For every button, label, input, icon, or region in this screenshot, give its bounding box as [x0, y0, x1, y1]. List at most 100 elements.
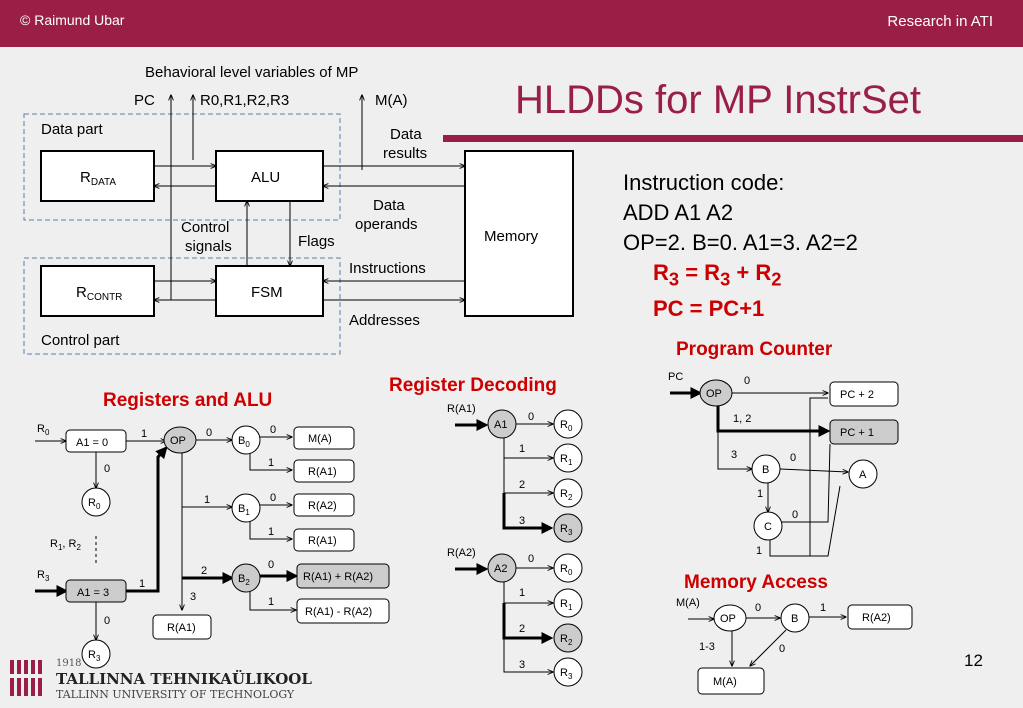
ra1-plus-ra2-node	[296, 563, 390, 589]
title-rule	[443, 135, 1023, 142]
flags-label: Flags	[298, 233, 335, 250]
register-decoding-diagram: Register Decoding R(A1) A1 0 1 2 3 R0 R1…	[389, 375, 583, 687]
svg-text:1: 1	[519, 443, 525, 455]
b0-node	[231, 425, 261, 455]
rdata-box	[40, 150, 155, 202]
ra1-out-node-2	[293, 528, 355, 552]
architecture-diagram: Behavioral level variables of MP Data pa…	[23, 64, 574, 355]
data-operands-label-1: Data	[373, 197, 405, 214]
rcontr-box	[40, 265, 155, 317]
info-pc-equation: PC = PC+1	[653, 296, 765, 322]
svg-text:PC + 1: PC + 1	[840, 427, 874, 439]
svg-text:OP: OP	[706, 388, 722, 400]
data-part-box	[23, 113, 341, 221]
svg-text:R0: R0	[37, 423, 50, 437]
svg-text:R(A1): R(A1)	[308, 466, 337, 478]
regalu-heading: Registers and ALU	[103, 390, 272, 411]
pc-var-label: PC	[134, 92, 155, 109]
b2-node	[231, 563, 261, 593]
info-line-2: ADD A1 A2	[623, 200, 734, 225]
pc-c-node	[753, 511, 783, 541]
mem-ma-node	[697, 667, 765, 695]
course-name: Research in ATI	[887, 13, 993, 30]
svg-text:R(A1) + R(A2): R(A1) + R(A2)	[303, 571, 373, 583]
slide-title: HLDDs for MP InstrSet	[515, 78, 922, 122]
svg-text:3: 3	[190, 591, 196, 603]
svg-text:1-3: 1-3	[699, 641, 715, 653]
page-number: 12	[964, 651, 983, 670]
program-counter-diagram: Program Counter PC OP 0 1, 2 3 PC + 2 PC…	[668, 339, 899, 557]
svg-text:M(A): M(A)	[308, 433, 332, 445]
svg-text:A2: A2	[494, 563, 507, 575]
svg-text:0: 0	[206, 427, 212, 439]
svg-text:3: 3	[519, 659, 525, 671]
svg-text:R3: R3	[37, 569, 50, 583]
mem-b-node	[780, 603, 810, 633]
svg-text:0: 0	[755, 602, 761, 614]
header-bar: © Raimund Ubar Research in ATI	[0, 0, 1023, 47]
svg-text:0: 0	[104, 615, 110, 627]
svg-text:A1: A1	[494, 419, 507, 431]
data-results-label-1: Data	[390, 126, 422, 143]
control-part-label: Control part	[41, 332, 120, 349]
svg-text:R(A1): R(A1)	[308, 535, 337, 547]
instruction-info: Instruction code: ADD A1 A2 OP=2. B=0. A…	[623, 168, 858, 324]
ra1-node	[152, 614, 212, 640]
svg-text:0: 0	[268, 559, 274, 571]
svg-text:1: 1	[268, 596, 274, 608]
svg-text:PC: PC	[668, 371, 683, 383]
svg-text:1: 1	[820, 602, 826, 614]
rdata-label: RDATA	[80, 169, 116, 188]
svg-text:M(A): M(A)	[676, 597, 700, 609]
university-crest-icon	[10, 660, 42, 696]
ra2-out-node	[293, 493, 355, 517]
ma-out-node	[293, 426, 355, 450]
svg-text:3: 3	[519, 515, 525, 527]
svg-text:A1 = 3: A1 = 3	[77, 587, 109, 599]
alu-label: ALU	[251, 169, 280, 186]
svg-text:R(A2): R(A2)	[862, 612, 891, 624]
svg-text:A: A	[859, 469, 867, 481]
mem-ra2-node	[847, 604, 913, 630]
data-part-label: Data part	[41, 121, 104, 138]
svg-text:1: 1	[757, 488, 763, 500]
svg-text:OP: OP	[170, 435, 186, 447]
regdec-heading: Register Decoding	[389, 375, 557, 396]
svg-text:R1, R2: R1, R2	[50, 538, 81, 552]
svg-text:2: 2	[201, 565, 207, 577]
svg-text:2: 2	[519, 479, 525, 491]
svg-text:R(A2): R(A2)	[308, 500, 337, 512]
pcnt-heading: Program Counter	[676, 339, 833, 360]
svg-text:OP: OP	[720, 613, 736, 625]
fsm-box	[215, 265, 324, 317]
fsm-label: FSM	[251, 284, 283, 301]
info-line-1: Instruction code:	[623, 170, 785, 195]
ra1-minus-ra2-node	[296, 598, 390, 624]
info-r3-equation: R3 = R3 + R2	[653, 260, 782, 290]
svg-text:1, 2: 1, 2	[733, 413, 751, 425]
addresses-label: Addresses	[349, 312, 420, 329]
logo-name: TALLINNA TEHNIKAÜLIKOOL	[56, 670, 312, 688]
mem-heading: Memory Access	[684, 572, 828, 593]
copyright: © Raimund Ubar	[20, 12, 125, 28]
svg-text:1: 1	[519, 587, 525, 599]
svg-text:0: 0	[792, 509, 798, 521]
r0-node	[81, 487, 111, 517]
svg-text:R(A1): R(A1)	[167, 622, 196, 634]
svg-text:1: 1	[204, 494, 210, 506]
svg-text:0: 0	[779, 643, 785, 655]
svg-text:R(A1): R(A1)	[447, 403, 476, 415]
pc-plus-2-node	[829, 381, 899, 407]
svg-text:C: C	[764, 521, 772, 533]
pc-plus-1-node	[829, 419, 899, 445]
svg-text:1: 1	[268, 526, 274, 538]
ma-var-label: M(A)	[375, 92, 408, 109]
svg-text:1: 1	[756, 545, 762, 557]
svg-text:R(A2): R(A2)	[447, 547, 476, 559]
svg-text:2: 2	[519, 623, 525, 635]
data-results-label-2: results	[383, 145, 427, 162]
svg-text:0: 0	[528, 553, 534, 565]
regs-var-label: R0,R1,R2,R3	[200, 92, 289, 109]
svg-text:0: 0	[790, 452, 796, 464]
